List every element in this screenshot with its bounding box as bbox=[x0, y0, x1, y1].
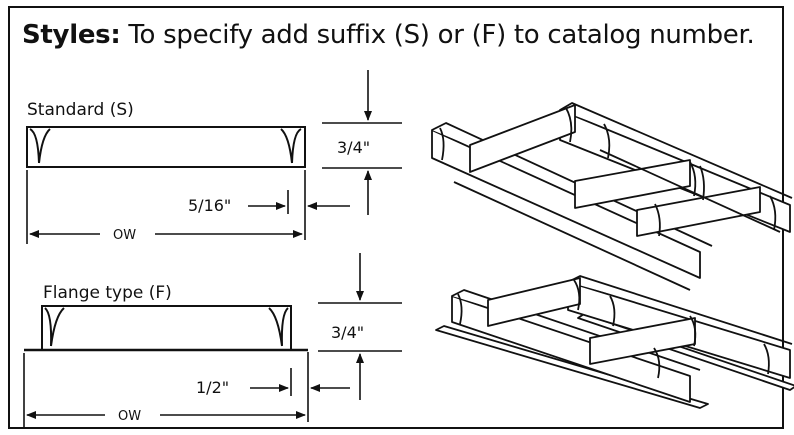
flange-width-dimension bbox=[23, 353, 306, 428]
flange-height-dimension bbox=[318, 253, 402, 400]
flange-height-label: 3/4" bbox=[331, 323, 364, 342]
standard-profile bbox=[26, 126, 306, 168]
standard-inset-dimension bbox=[248, 170, 350, 240]
title-bold: Styles: bbox=[22, 20, 121, 50]
standard-height-dimension bbox=[322, 70, 402, 215]
flange-left-lip bbox=[44, 307, 65, 347]
flange-width-label: OW bbox=[118, 409, 141, 424]
flange-profile bbox=[24, 305, 308, 352]
flange-right-lip bbox=[268, 307, 289, 347]
flange-label: Flange type (F) bbox=[43, 283, 172, 303]
standard-grid-illustration bbox=[431, 102, 793, 291]
standard-width-dimension bbox=[26, 170, 303, 244]
standard-width-label: OW bbox=[113, 228, 136, 243]
standard-label: Standard (S) bbox=[27, 100, 134, 120]
standard-outline bbox=[26, 126, 306, 168]
standard-left-lip bbox=[29, 128, 51, 164]
standard-inset-label: 5/16" bbox=[188, 196, 231, 215]
flange-outline bbox=[41, 305, 292, 350]
flange-inset-label: 1/2" bbox=[196, 378, 229, 397]
flange-inset-dimension bbox=[250, 352, 350, 422]
title-rest: To specify add suffix (S) or (F) to cata… bbox=[128, 20, 755, 50]
page-title: Styles: To specify add suffix (S) or (F)… bbox=[22, 20, 755, 50]
standard-right-lip bbox=[280, 128, 302, 164]
standard-height-label: 3/4" bbox=[337, 138, 370, 157]
flange-grid-illustration bbox=[435, 275, 794, 409]
